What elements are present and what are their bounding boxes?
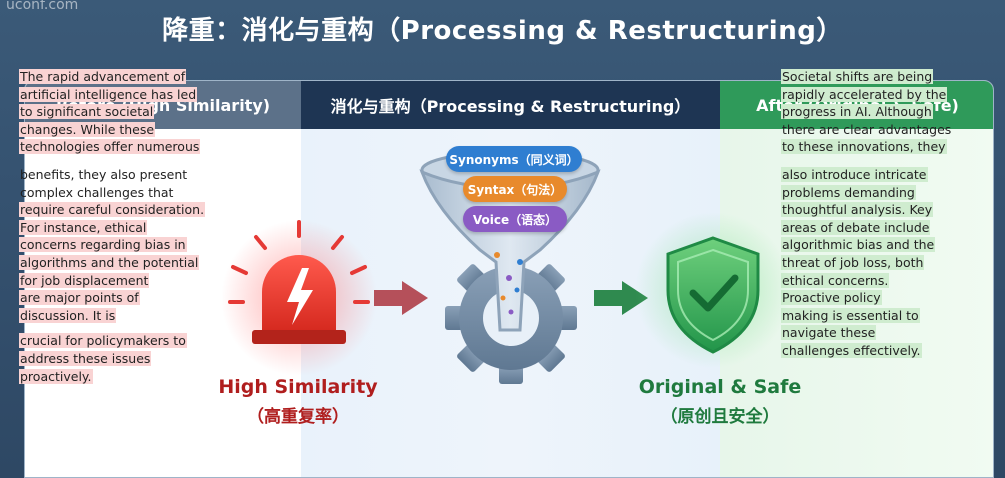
after-paragraph-1: Societal shifts are being rapidly accele…: [781, 68, 952, 156]
text-line: benefits, they also present: [20, 167, 188, 182]
text-line: algorithmic bias and the: [781, 237, 936, 253]
text-line: areas of debate include: [781, 219, 931, 235]
text-line: challenges effectively.: [781, 342, 922, 358]
text-line: problems demanding: [781, 184, 916, 200]
high-similarity-label: High Similarity: [218, 376, 378, 398]
syntax-pill: Syntax（句法）: [463, 176, 567, 202]
before-paragraph-1: The rapid advancement of artificial inte…: [19, 68, 201, 156]
synonyms-pill: Synonyms（同义词）: [446, 146, 582, 172]
text-line: are major points of: [19, 290, 140, 306]
text-line: artificial intelligence has led: [19, 86, 198, 102]
text-line: algorithms and the potential: [19, 254, 200, 270]
text-line: complex challenges that: [20, 184, 174, 200]
text-line: discussion. It is: [19, 307, 117, 323]
original-safe-sublabel: （原创且安全）: [660, 407, 780, 427]
text-line: also introduce intricate: [781, 167, 928, 182]
text-line: progress in AI. Although: [781, 104, 933, 120]
text-line: navigate these: [781, 325, 877, 341]
text-line: address these issues: [19, 350, 152, 366]
high-similarity-sublabel: （高重复率）: [247, 407, 349, 427]
text-line: thoughtful analysis. Key: [781, 202, 934, 218]
text-line: to significant societal: [19, 104, 155, 120]
text-line: rapidly accelerated by the: [781, 86, 948, 102]
text-line: concerns regarding bias in: [19, 237, 187, 253]
column-header-process: 消化与重构（Processing & Restructuring）: [301, 81, 720, 129]
text-line: proactively.: [19, 368, 93, 384]
text-line: threat of job loss, both: [781, 254, 925, 270]
text-line: ethical concerns.: [781, 272, 890, 288]
text-spacer: [19, 324, 205, 332]
text-line: changes. While these: [19, 121, 156, 137]
after-paragraph-2: also introduce intricate problems demand…: [781, 166, 936, 360]
text-line: require careful consideration.: [19, 202, 206, 218]
text-line: there are clear advantages: [782, 121, 952, 137]
before-paragraph-2: benefits, they also present complex chal…: [19, 166, 206, 385]
text-line: The rapid advancement of: [19, 69, 187, 84]
text-line: Proactive policy: [781, 290, 882, 306]
text-line: crucial for policymakers to: [19, 333, 187, 349]
text-line: to these innovations, they: [781, 139, 947, 155]
text-line: For instance, ethical: [19, 219, 148, 235]
page-title: 降重：消化与重构（Processing & Restructuring）: [162, 16, 843, 46]
original-safe-label: Original & Safe: [638, 376, 802, 398]
text-line: technologies offer numerous: [19, 139, 201, 155]
voice-pill: Voice（语态）: [463, 206, 567, 232]
watermark: uconf.com: [6, 0, 79, 13]
text-line: for job displacement: [19, 272, 150, 288]
text-line: Societal shifts are being: [781, 69, 934, 84]
text-line: making is essential to: [781, 307, 920, 323]
